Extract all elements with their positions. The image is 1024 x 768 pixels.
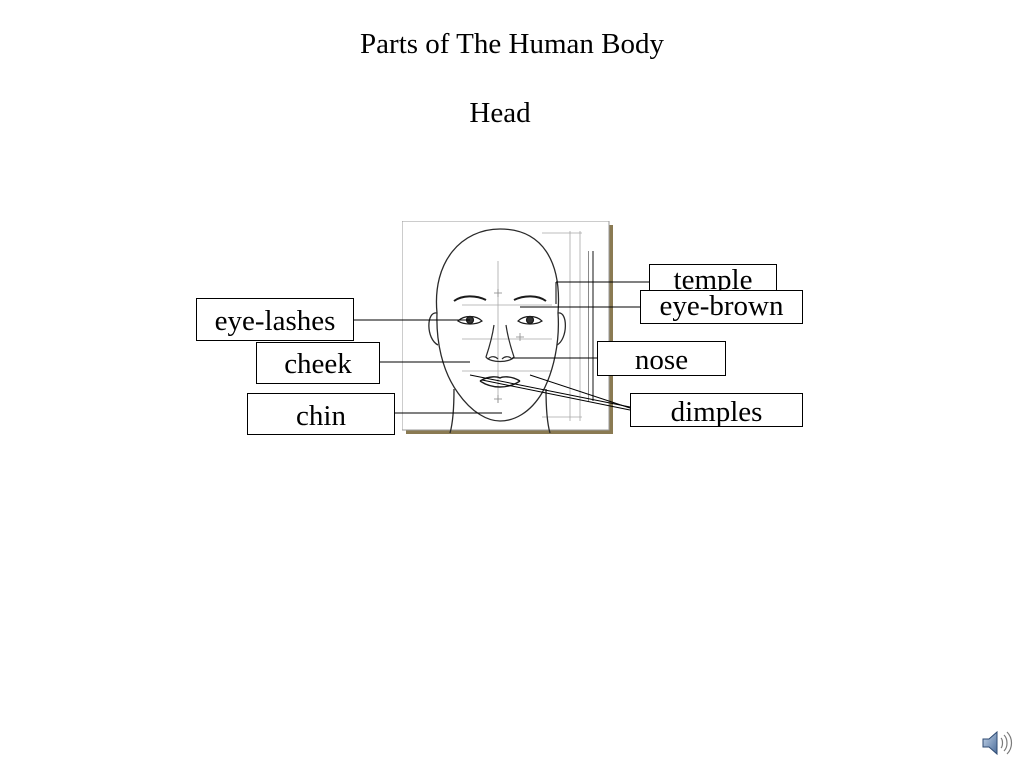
side-annotation-marks [588,251,594,401]
slide-subtitle: Head [469,97,531,129]
label-cheek: cheek [256,342,380,384]
label-dimples: dimples [630,393,803,428]
nose [485,324,515,363]
slide-title: Parts of The Human Body [360,28,664,60]
head-outline [428,228,567,434]
label-chin: chin [247,393,395,435]
eyebrows [453,295,547,302]
speaker-icon[interactable] [980,727,1014,759]
label-eye-brown: eye-brown [640,290,803,324]
label-nose: nose [597,341,726,376]
face-diagram-illustration [402,221,613,434]
label-eye-lashes: eye-lashes [196,298,354,341]
